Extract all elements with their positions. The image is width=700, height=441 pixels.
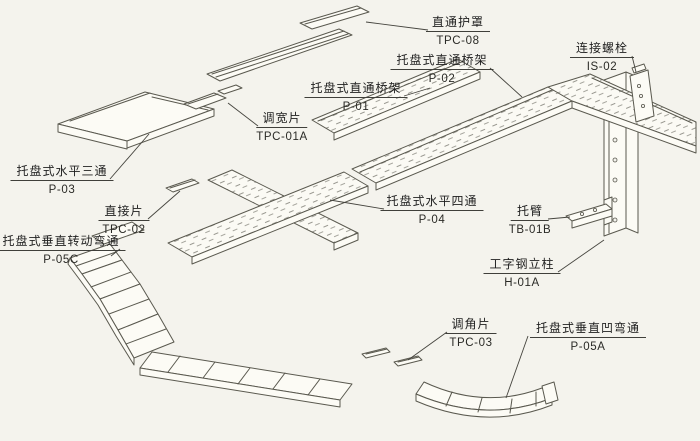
callout-tpc-01a: 调宽片 TPC-01A [256,109,308,144]
part-code-label: TPC-02 [102,224,146,236]
part-code-label: P-05C [43,254,79,266]
leader-line [147,190,181,220]
leader-line [109,133,150,180]
part-name-label: 调宽片 [256,111,308,128]
leader-line [407,331,448,361]
callout-h-01a: 工字钢立柱 H-01A [483,255,561,290]
callout-p-05a: 托盘式垂直凹弯通 P-05A [529,319,647,354]
part-name-label: 托盘式垂直凹弯通 [529,321,647,338]
leader-line [547,216,571,220]
part-code-label: TPC-08 [436,35,480,47]
part-name-label: 直通护罩 [425,15,491,32]
callout-tpc-02: 直接片 TPC-02 [98,202,150,237]
callout-p-02: 托盘式直通桥架 P-02 [390,51,494,86]
part-name-label: 调角片 [445,317,497,334]
leader-line [227,102,259,127]
part-cantilever-bracket [565,196,613,229]
part-name-label: 托盘式水平三通 [10,164,114,181]
callout-is-02: 连接螺栓 IS-02 [569,39,635,74]
part-code-label: P-01 [342,101,370,113]
leader-line [505,335,529,399]
part-vertical-swivel-bend [67,221,175,366]
part-code-label: P-02 [428,73,456,85]
part-code-label: IS-02 [586,61,618,73]
part-straight-cover [206,5,370,82]
callout-leader-lines [109,21,637,399]
part-bottom-tray [139,351,353,408]
part-name-label: 托盘式垂直转动弯通 [0,234,126,251]
leader-line [631,55,637,73]
part-name-label: 直接片 [98,204,150,221]
part-name-label: 连接螺栓 [569,41,635,58]
part-vertical-concave-bend [415,381,559,418]
leader-line [403,87,431,97]
part-name-label: 托盘式直通桥架 [390,53,494,70]
part-name-label: 工字钢立柱 [483,257,561,274]
callout-tpc-08: 直通护罩 TPC-08 [425,13,491,48]
part-horizontal-cross [167,169,369,265]
callout-tb-01b: 托臂 TB-01B [509,202,552,237]
part-code-label: P-04 [418,214,446,226]
part-connector-plate [165,178,200,193]
callout-tpc-03: 调角片 TPC-03 [445,315,497,350]
callout-p-05c: 托盘式垂直转动弯通 P-05C [0,232,126,267]
part-code-label: TB-01B [508,224,552,236]
part-angle-adjust-plate [361,347,423,367]
part-code-label: H-01A [504,277,540,289]
part-code-label: P-03 [48,184,76,196]
callout-p-03: 托盘式水平三通 P-03 [10,162,114,197]
callout-p-01: 托盘式直通桥架 P-01 [304,79,408,114]
leader-line [557,239,605,273]
part-code-label: TPC-03 [449,337,493,349]
part-width-adjust-plate [183,84,243,110]
part-straight-tray-main [351,86,573,191]
part-straight-tray-upper [311,58,481,141]
part-code-label: P-05A [570,341,606,353]
part-name-label: 托盘式直通桥架 [304,81,408,98]
callout-p-04: 托盘式水平四通 P-04 [380,192,484,227]
leader-line [489,67,523,98]
leader-line [365,21,429,31]
part-horizontal-tee [57,91,215,150]
part-name-label: 托盘式水平四通 [380,194,484,211]
leader-line [329,199,385,210]
part-name-label: 托臂 [510,204,549,221]
part-code-label: TPC-01A [256,131,308,143]
